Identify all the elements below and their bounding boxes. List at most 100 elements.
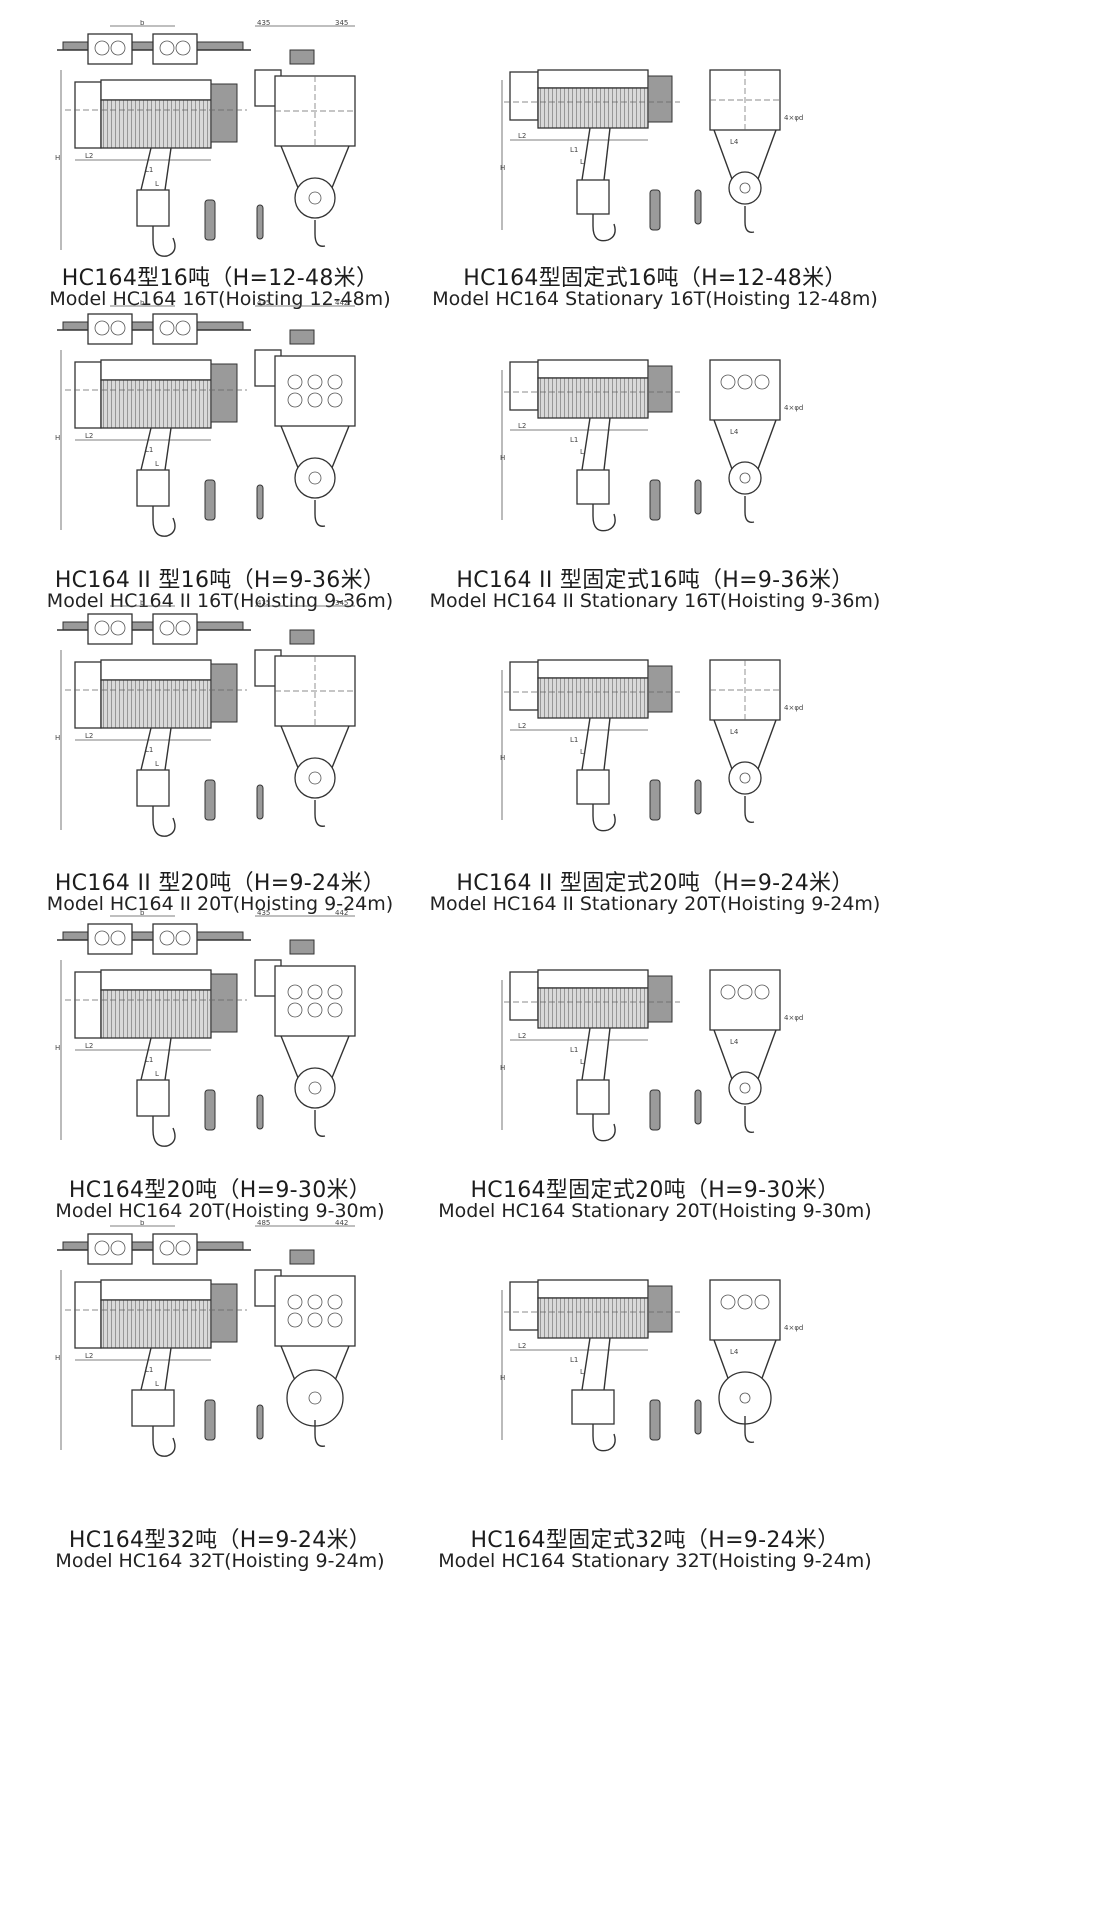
pendant-control [204,1399,216,1441]
motor [647,365,673,413]
side-sheave [294,457,336,499]
dim-l1-label: L1 [145,1056,153,1064]
pendant-switch [694,189,702,225]
motor [647,665,673,713]
trolley-wheel-2 [152,313,198,345]
hook [592,1114,616,1142]
dim-l-label: L [580,448,584,456]
gearbox [74,81,102,149]
rope-drum [100,1299,212,1349]
rope-drum [537,1297,649,1339]
pendant-control [649,479,661,521]
dim-bolt-label: 4×φd [784,1324,803,1332]
pendant-switch [694,479,702,515]
dim-l1-label: L1 [570,436,578,444]
dim-l-label: L [155,460,159,468]
dim-side-c-label: 345 [335,20,348,27]
dim-b-label: b [140,20,145,27]
pendant-control [649,189,661,231]
dim-l1-label: L1 [145,166,153,174]
dim-h-label: H [55,734,60,742]
dim-l4-label: L4 [730,1348,739,1356]
caption-model: Model HC164 20T(Hoisting 9-30m) [55,1200,385,1222]
caption-model: Model HC164 Stationary 32T(Hoisting 9-24… [438,1550,872,1572]
hook-block [576,469,610,505]
dim-l-label: L [580,1058,584,1066]
rope-drum [100,379,212,429]
pendant-control [204,1089,216,1131]
dim-l2-label: L2 [518,422,526,430]
caption-model: Model HC164 Stationary 20T(Hoisting 9-30… [438,1200,872,1222]
dim-l2-label: L2 [85,1042,93,1050]
dim-h-label: H [500,454,505,462]
hook [152,506,176,537]
side-frame [274,1275,356,1347]
rope-drum [537,677,649,719]
dim-bolt-label: 4×φd [784,404,803,412]
pendant-switch [694,779,702,815]
rope-drum [537,987,649,1029]
dim-l2-label: L2 [85,1352,93,1360]
hook-block [576,769,610,805]
dim-l4-label: L4 [730,728,739,736]
side-frame [274,355,356,427]
caption-model: Model HC164 II 16T(Hoisting 9-36m) [46,590,394,612]
dim-l2-label: L2 [85,432,93,440]
dim-l4-label: L4 [730,138,739,146]
dim-l1-label: L1 [570,1356,578,1364]
dim-l-label: L [155,1070,159,1078]
caption-model: Model HC164 Stationary 16T(Hoisting 12-4… [432,288,878,310]
pendant-switch [256,484,264,520]
gearbox [74,661,102,729]
pendant-control [204,479,216,521]
hook-block [136,189,170,227]
hook [152,1116,176,1147]
motor [647,975,673,1023]
motor [210,363,238,423]
dim-l4-label: L4 [730,1038,739,1046]
dim-side-c-label: 442 [335,1220,348,1227]
side-sheave [728,171,762,205]
hook [152,226,176,257]
dim-side-a-label: 435 [257,20,270,27]
dim-side-c-label: 345 [335,600,348,607]
rope-drum [100,99,212,149]
dim-h-label: H [500,1374,505,1382]
dim-b-label: b [140,910,145,917]
side-sheave [728,461,762,495]
dim-l1-label: L1 [570,1046,578,1054]
dim-side-a-label: 435 [257,300,270,307]
side-sheave [294,757,336,799]
caption-model: Model HC164 II Stationary 20T(Hoisting 9… [429,893,881,915]
caption-title: HC164 II 型16吨（H=9-36米） [54,568,386,593]
trolley-wheel-1 [87,613,133,645]
rope-drum [537,87,649,129]
side-sheave [294,177,336,219]
gearbox [509,361,539,411]
side-frame [709,1279,781,1341]
hook-block [131,1389,175,1427]
trolley-wheel-2 [152,613,198,645]
gearbox [509,71,539,121]
dim-l-label: L [580,1368,584,1376]
caption-title: HC164型32吨（H=9-24米） [68,1528,372,1553]
dim-side-c-label: 442 [335,910,348,917]
dim-h-label: H [55,1044,60,1052]
dim-l-label: L [155,1380,159,1388]
caption-title: HC164型16吨（H=12-48米） [61,266,379,291]
dim-l1-label: L1 [570,736,578,744]
